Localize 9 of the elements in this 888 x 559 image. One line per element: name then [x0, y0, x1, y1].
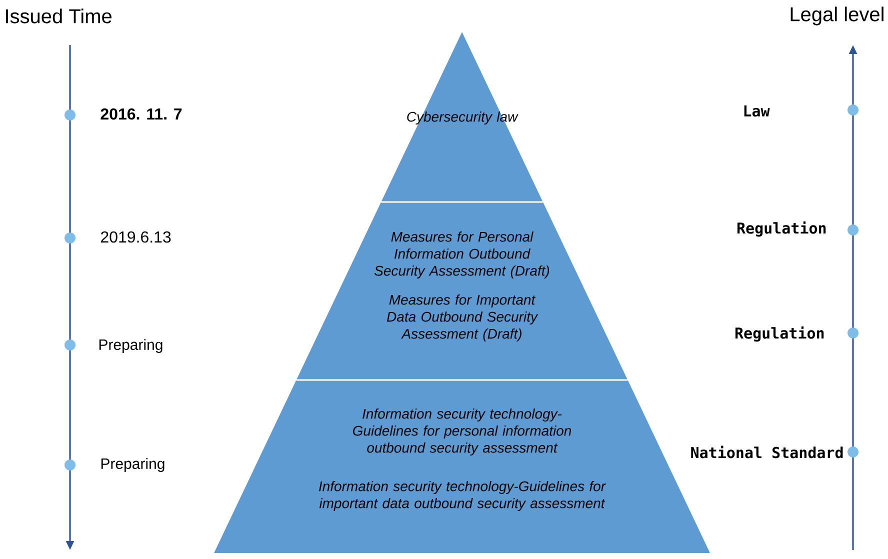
- axis-title: Issued Time: [6, 8, 112, 24]
- status-label: Preparing: [99, 339, 162, 353]
- level-label: Law: [744, 105, 770, 117]
- date-label: 2016. 11. 7: [100, 108, 182, 120]
- axis-title: Legal level: [790, 6, 884, 26]
- level-label: Regulation: [735, 326, 824, 342]
- status-label: Preparing: [101, 458, 164, 472]
- level-label: Regulation: [737, 221, 826, 237]
- date-label: 2019.6.13: [101, 231, 171, 243]
